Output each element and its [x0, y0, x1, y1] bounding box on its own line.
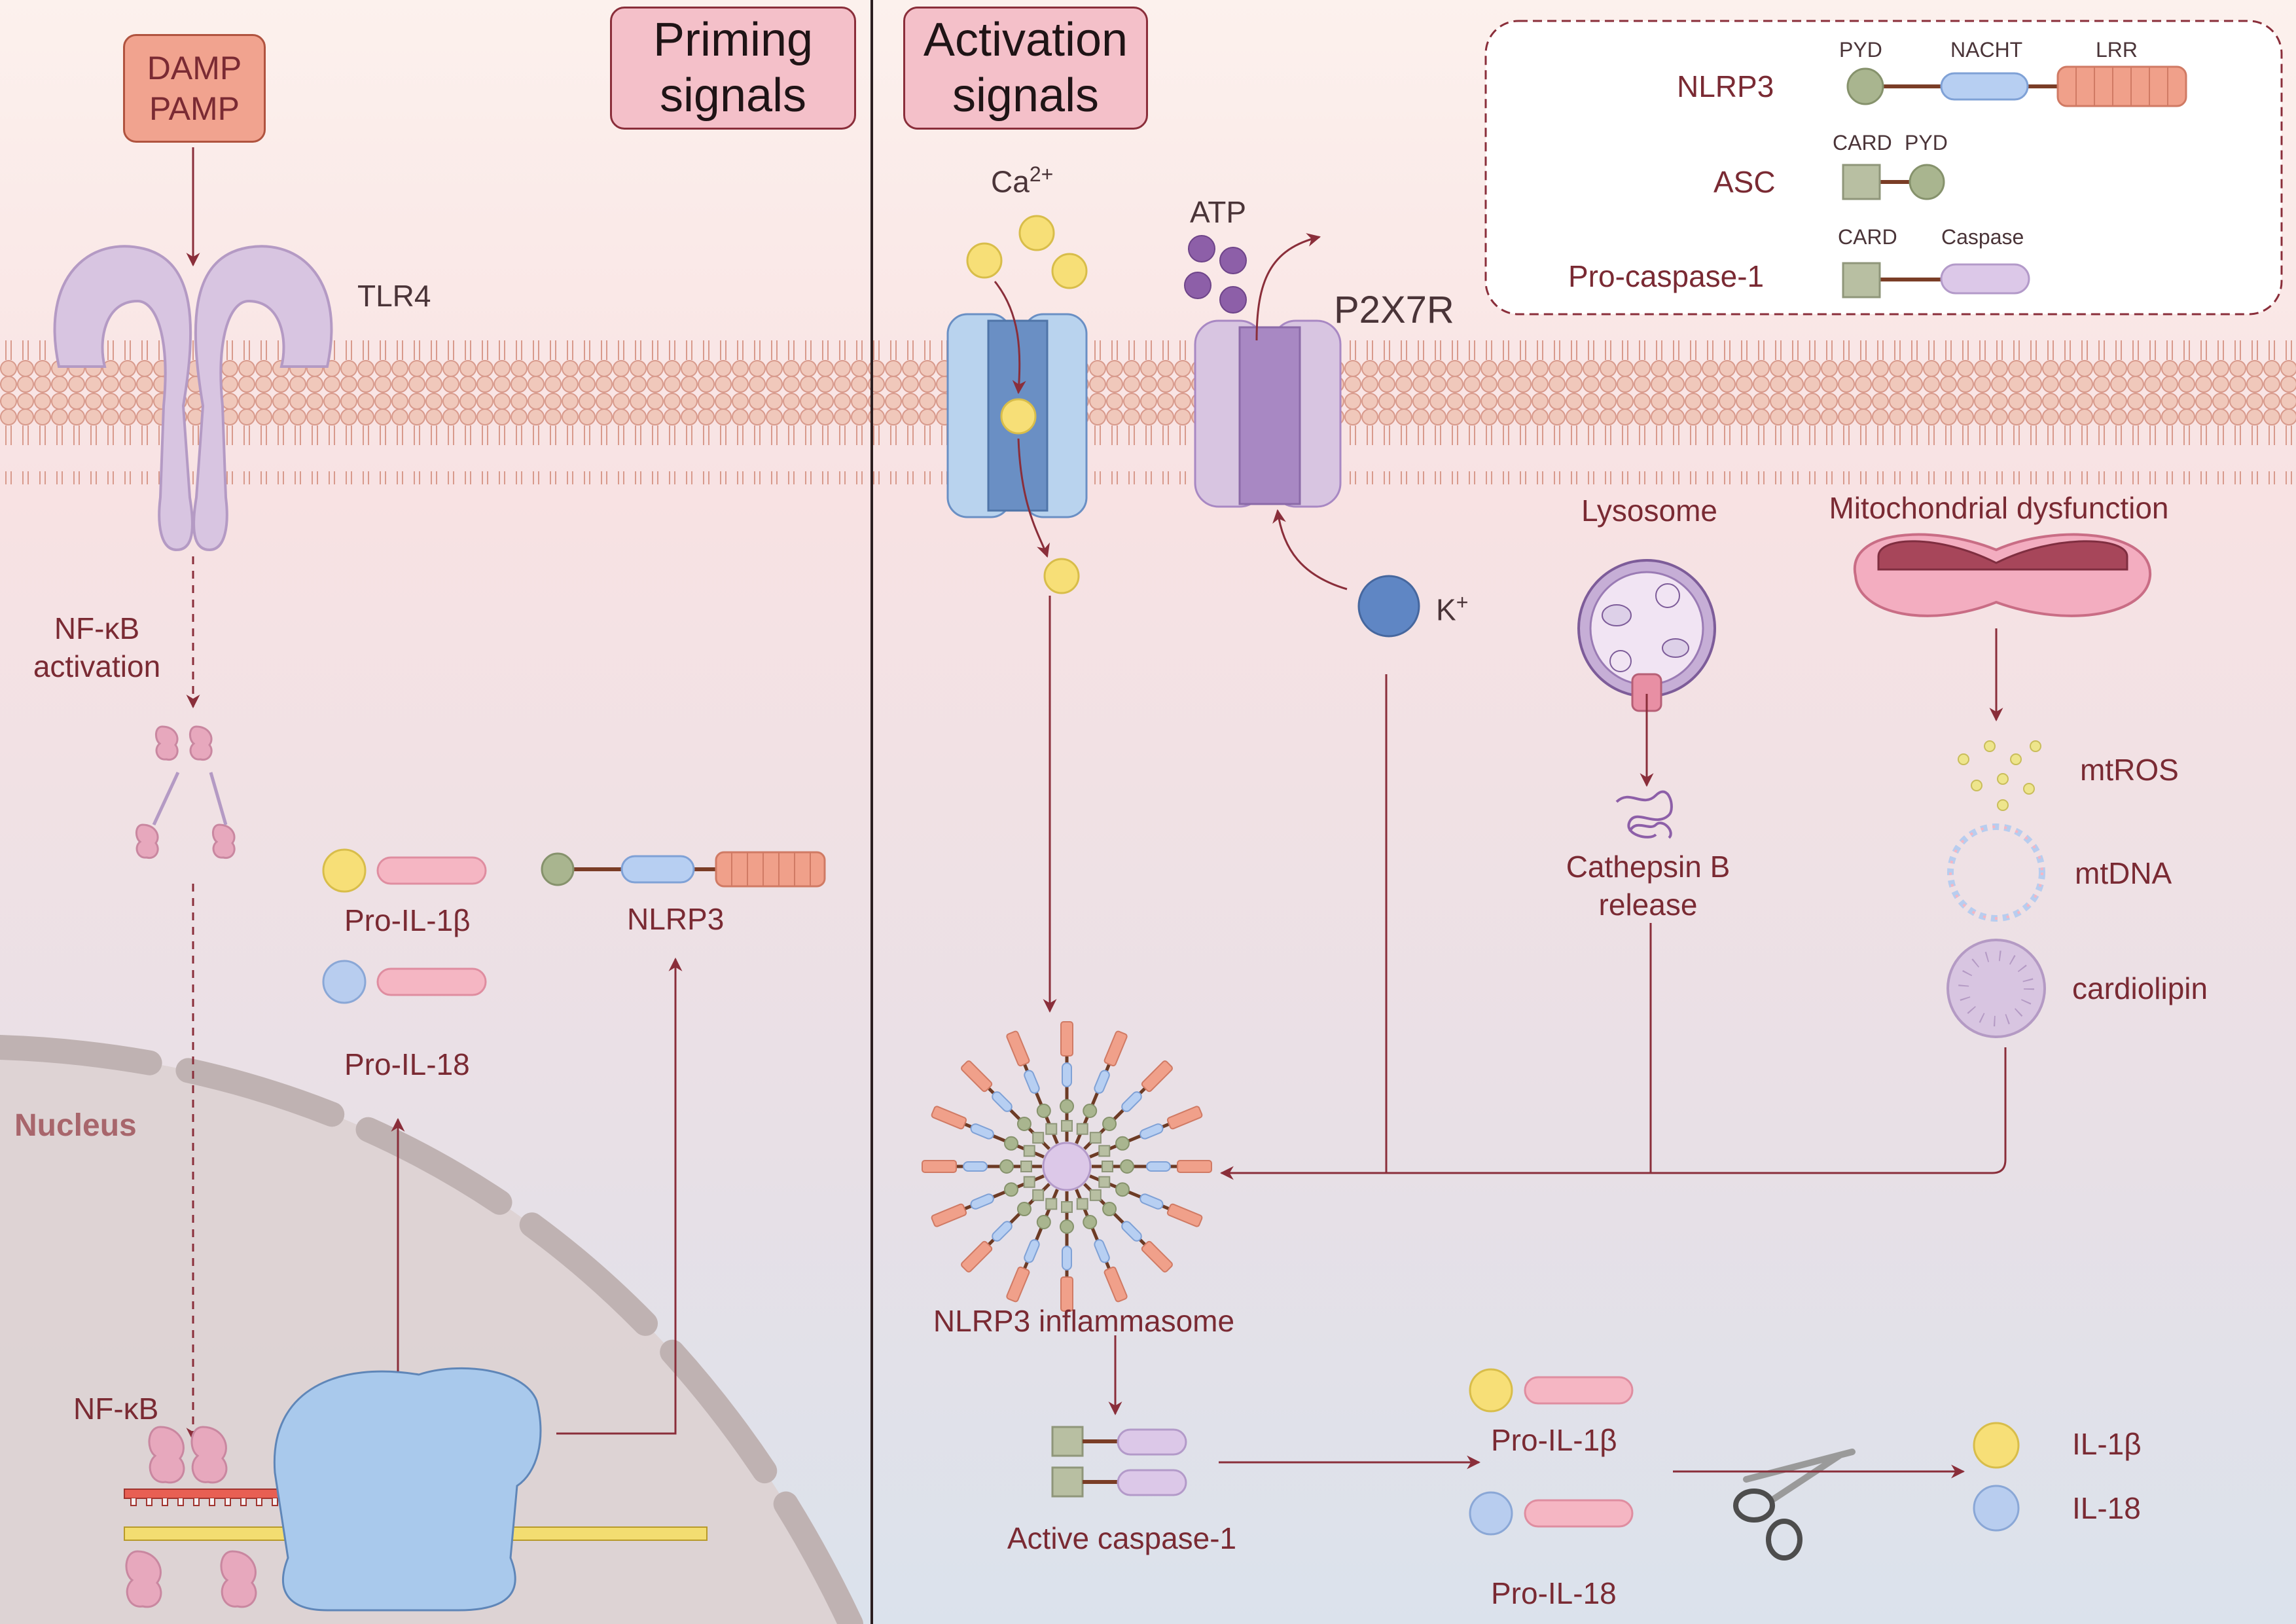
mito-dysfunction-label: Mitochondrial dysfunction	[1829, 491, 2169, 525]
cardiolipin-cluster	[1946, 939, 2046, 1038]
il18-circle	[1973, 1485, 2020, 1532]
lysosome-label: Lysosome	[1581, 494, 1717, 528]
inflammasome-label: NLRP3 inflammasome	[933, 1304, 1235, 1338]
pro-il18-activation-label: Pro-IL-18	[1491, 1576, 1617, 1610]
legend-procaspase1-card: CARD	[1838, 225, 1897, 249]
tlr4-receptor	[53, 245, 333, 552]
nfkb-dna-bound	[125, 1426, 257, 1608]
calcium-label-base: Ca	[991, 164, 1030, 199]
legend-nlrp3-shape	[1846, 65, 2187, 107]
nfkb-complex	[135, 725, 236, 859]
legend-procaspase1-shape	[1842, 262, 2030, 298]
potassium-ion	[1357, 575, 1420, 638]
pro-il1b-circle	[322, 848, 367, 893]
nlrp3-priming-shape	[541, 851, 826, 888]
legend-nlrp3-name: NLRP3	[1677, 69, 1774, 103]
activation-signals-header: Activation signals	[903, 7, 1148, 130]
il1b-label: IL-1β	[2072, 1427, 2142, 1461]
nucleus-label: Nucleus	[14, 1108, 137, 1143]
legend-nlrp3-lrr: LRR	[2096, 38, 2138, 62]
pro-il1b-activation-label: Pro-IL-1β	[1491, 1423, 1617, 1457]
legend-nlrp3-pyd: PYD	[1839, 38, 1882, 62]
nuclear-envelope	[0, 1035, 863, 1624]
nlrp3-priming-label: NLRP3	[627, 902, 725, 936]
legend-asc-card: CARD	[1833, 131, 1892, 154]
potassium-label-base: K	[1436, 592, 1456, 627]
legend-asc-name: ASC	[1713, 165, 1776, 199]
atp-label: ATP	[1190, 195, 1247, 229]
il18-label: IL-18	[2072, 1491, 2141, 1525]
mitochondrion	[1853, 533, 2152, 617]
p2x7r-label: P2X7R	[1334, 289, 1454, 331]
nfkb-label: NF-κB	[73, 1392, 159, 1426]
cell-membrane	[0, 340, 2296, 484]
nlrp3-inflammasome-wheel	[922, 1021, 1212, 1312]
il1b-circle	[1973, 1422, 2020, 1469]
pro-il1b-activation-circle	[1469, 1368, 1513, 1413]
mtros-label: mtROS	[2080, 753, 2179, 787]
damp-pamp-box: DAMP PAMP	[123, 34, 266, 143]
cardiolipin-label: cardiolipin	[2072, 971, 2208, 1005]
nfkb-activation-label: NF-κB activation	[33, 611, 161, 683]
rna-polymerase	[273, 1367, 542, 1612]
legend-asc-pyd: PYD	[1905, 131, 1948, 154]
mtdna-label: mtDNA	[2075, 856, 2172, 890]
p2x7r-channel	[1194, 319, 1342, 508]
potassium-label: K+	[1436, 589, 1468, 629]
pro-il18-circle	[322, 960, 367, 1004]
legend-nlrp3-nacht: NACHT	[1950, 38, 2023, 62]
pro-il1b-priming-label: Pro-IL-1β	[344, 903, 471, 937]
priming-signals-header: Priming signals	[610, 7, 856, 130]
cathepsin-release-label: Cathepsin B release	[1566, 850, 1731, 922]
legend-asc-shape	[1842, 164, 1945, 200]
legend-procaspase1-name: Pro-caspase-1	[1568, 259, 1765, 293]
active-caspase1-shape	[1051, 1426, 1187, 1498]
mtros-dots	[1958, 740, 2041, 811]
lysosome	[1577, 559, 1716, 712]
pro-il18-activation-circle	[1469, 1491, 1513, 1536]
cathepsin-squiggle	[1615, 790, 1673, 839]
pro-il18-priming-label: Pro-IL-18	[344, 1047, 470, 1081]
tlr4-label: TLR4	[357, 279, 431, 313]
active-caspase1-label: Active caspase-1	[1007, 1521, 1237, 1555]
calcium-label-charge: 2+	[1029, 162, 1054, 186]
potassium-label-charge: +	[1456, 590, 1469, 614]
calcium-label: Ca2+	[991, 161, 1053, 201]
legend-procaspase1-caspase: Caspase	[1941, 225, 2024, 249]
scissors-icon	[1733, 1449, 1856, 1561]
